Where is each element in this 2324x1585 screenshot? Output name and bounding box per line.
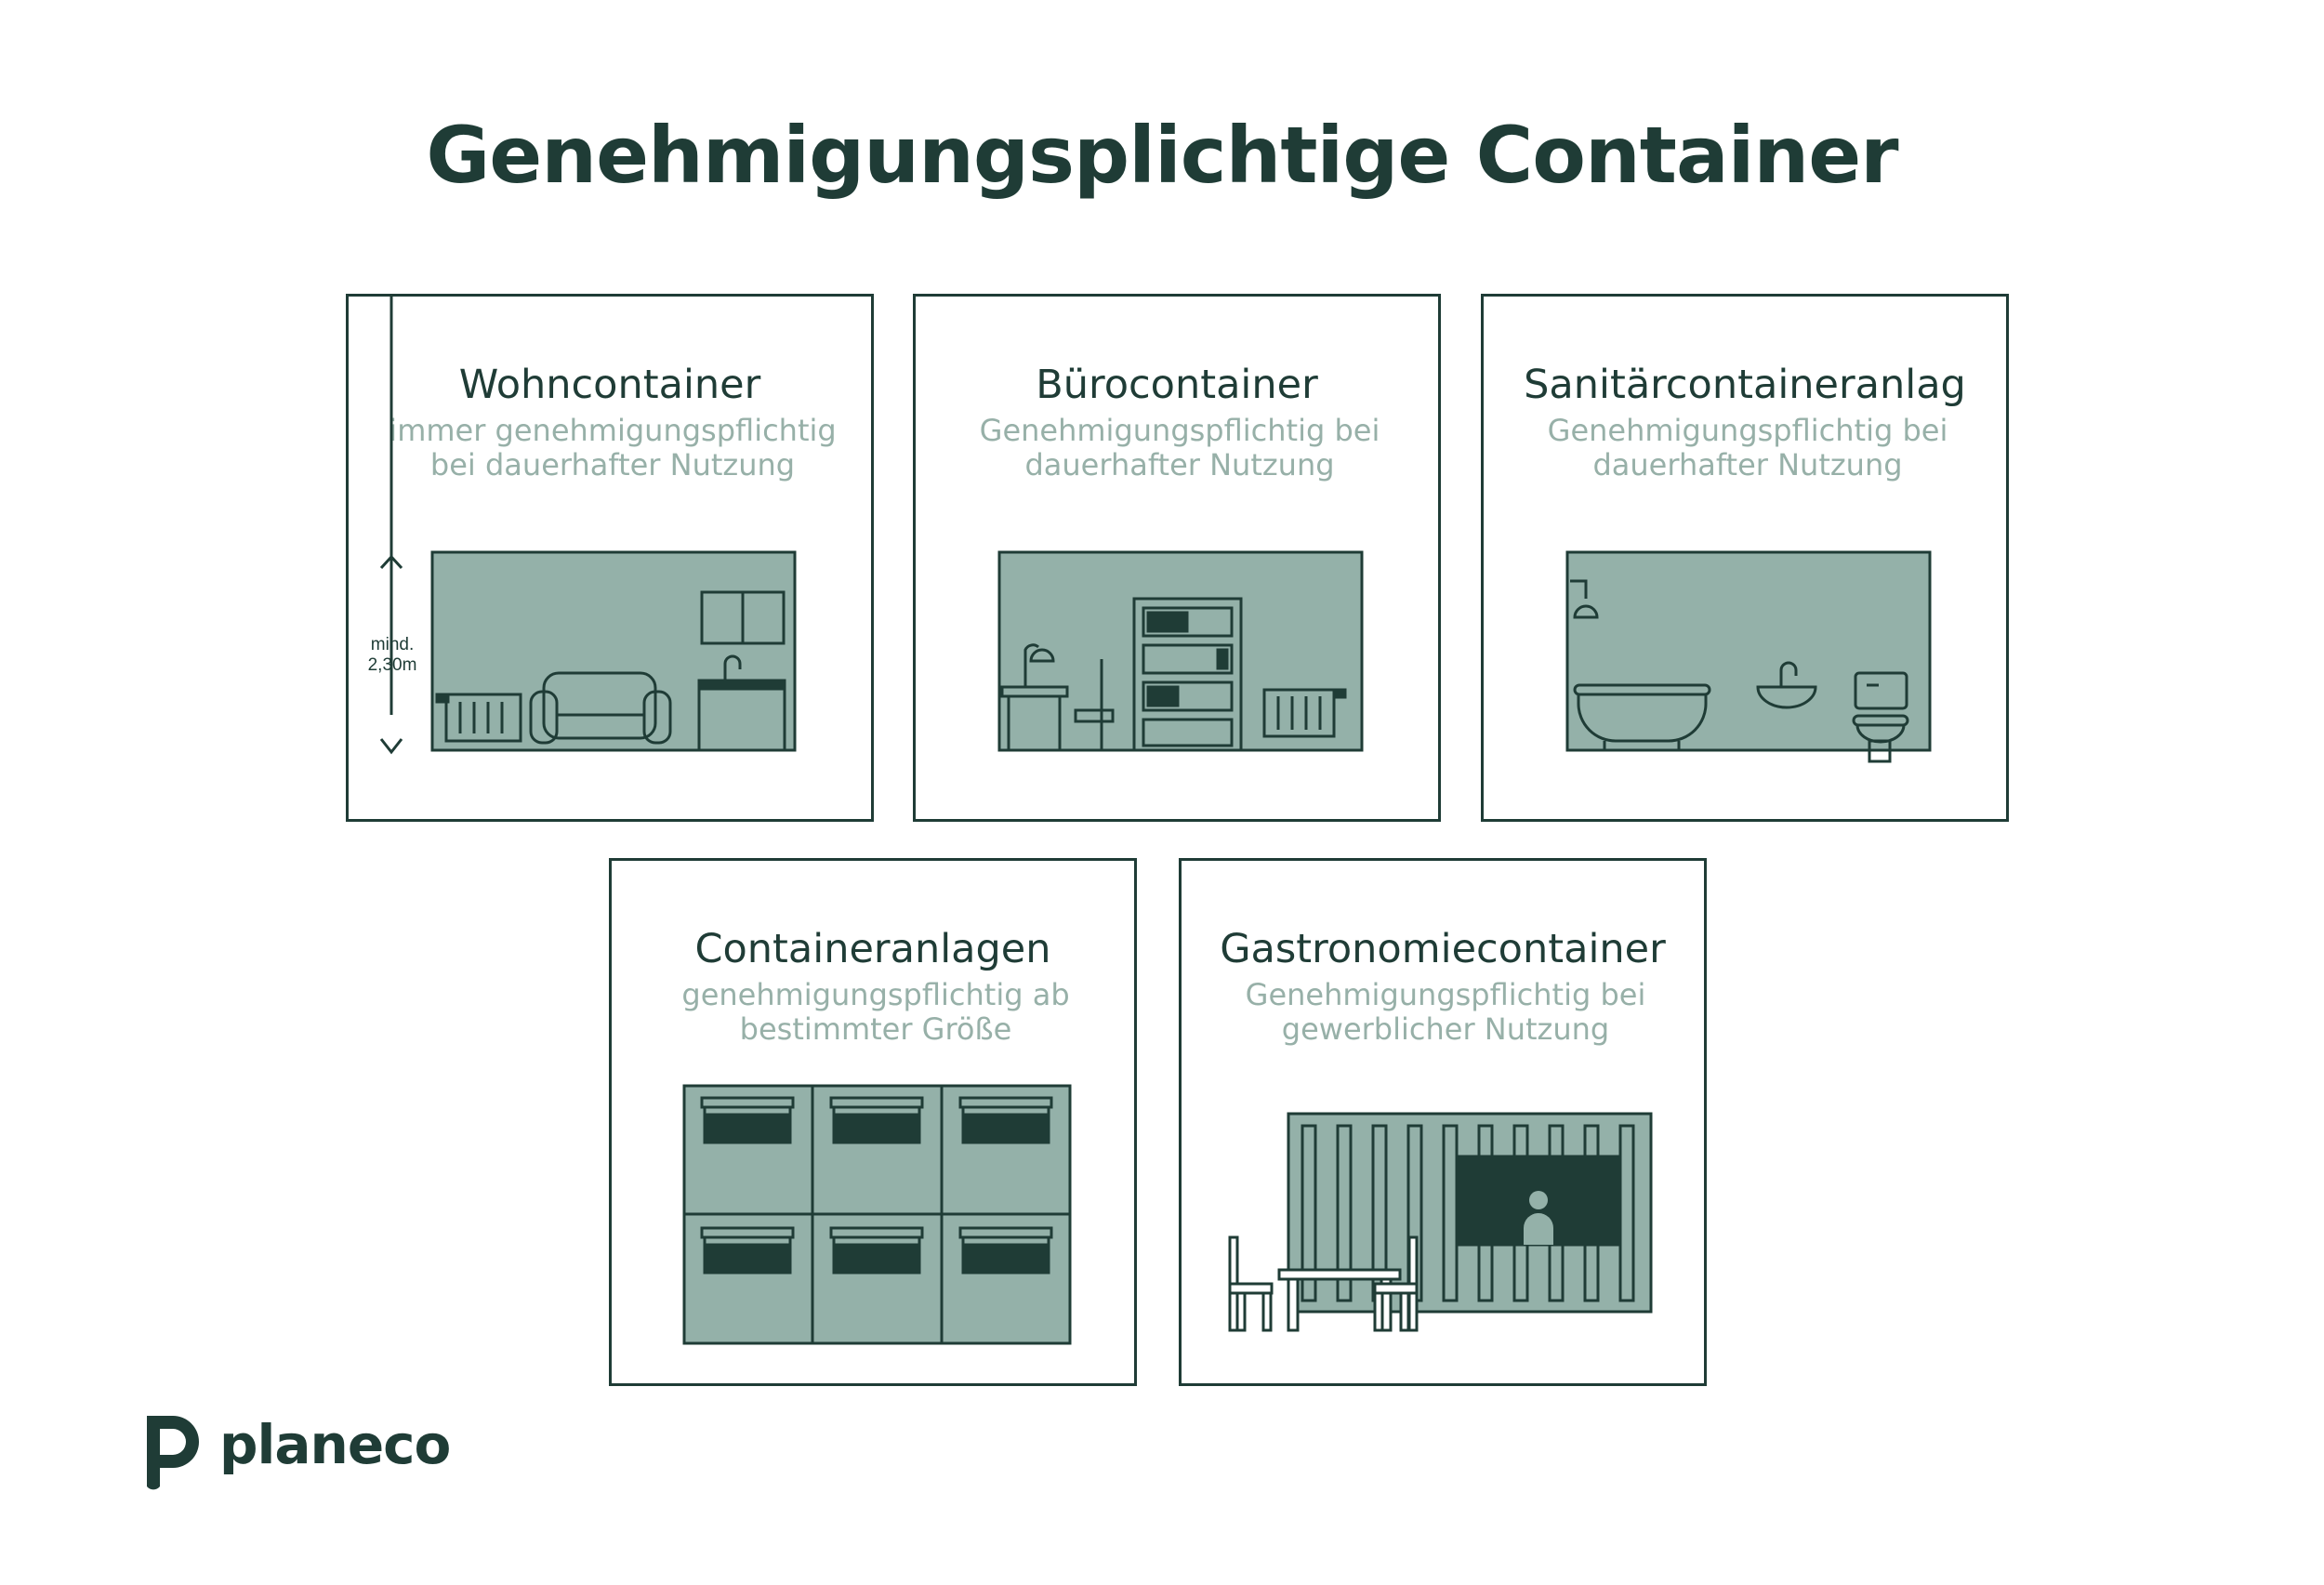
card-subtitle: genehmigungspflichtig ab bestimmter Größ…: [681, 977, 1070, 1047]
page-title: Genehmigungsplichtige Container: [426, 110, 1898, 201]
height-note-value: 2,30m: [368, 655, 417, 675]
card-containeranlagen: Containeranlagen genehmigungspflichtig a…: [609, 858, 1137, 1386]
card-sanitaercontaineranlag: Sanitärcontaineranlag Genehmigungspflich…: [1481, 294, 2009, 822]
bathroom-icon: [1565, 550, 1932, 763]
card-subtitle: immer genehmigungspflichtig bei dauerhaf…: [389, 413, 837, 482]
card-subtitle: Genehmigungspflichtig bei dauerhafter Nu…: [979, 413, 1380, 482]
card-title: Sanitärcontaineranlag: [1524, 362, 1966, 408]
food-container-icon: [1228, 1112, 1653, 1332]
planeco-logo-icon: [147, 1416, 199, 1490]
card-title: Gastronomiecontainer: [1220, 926, 1666, 972]
card-title: Wohncontainer: [458, 362, 761, 408]
card-buerocontainer: Bürocontainer Genehmigungspflichtig bei …: [913, 294, 1441, 822]
living-room-icon: mind. 2,30m: [368, 297, 797, 755]
card-subtitle: Genehmigungspflichtig bei gewerblicher N…: [1245, 977, 1646, 1047]
office-icon: [997, 550, 1364, 752]
card-title: Containeranlagen: [694, 926, 1051, 972]
brand-name: planeco: [219, 1413, 451, 1476]
card-title: Bürocontainer: [1036, 362, 1318, 408]
height-note: mind.: [371, 635, 414, 654]
card-subtitle: Genehmigungspflichtig bei dauerhafter Nu…: [1547, 413, 1948, 482]
card-gastronomiecontainer: Gastronomiecontainer Genehmigungspflicht…: [1179, 858, 1707, 1386]
container-stack-icon: [682, 1084, 1072, 1345]
card-wohncontainer: Wohncontainer immer genehmigungspflichti…: [346, 294, 874, 822]
